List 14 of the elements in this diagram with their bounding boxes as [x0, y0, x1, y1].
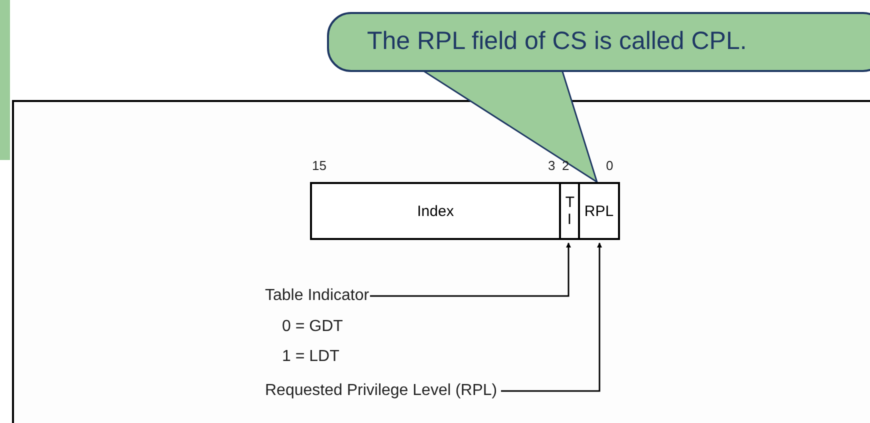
field-caption: Table Indicator — [265, 284, 370, 308]
value-note: 1 = LDT — [282, 347, 340, 367]
value-note: 0 = GDT — [282, 317, 343, 337]
rpl-field: RPL — [579, 182, 620, 240]
arrow — [501, 242, 602, 392]
bit-number: 3 — [548, 157, 556, 175]
arrow — [370, 242, 571, 297]
table-indicator-field: TI — [560, 182, 579, 240]
bit-number: 15 — [312, 157, 326, 175]
bit-number: 0 — [606, 157, 614, 175]
index-field: Index — [310, 182, 560, 240]
bit-number: 2 — [562, 157, 570, 175]
field-caption: Requested Privilege Level (RPL) — [265, 379, 501, 403]
callout-bubble: The RPL field of CS is called CPL. — [327, 12, 870, 72]
